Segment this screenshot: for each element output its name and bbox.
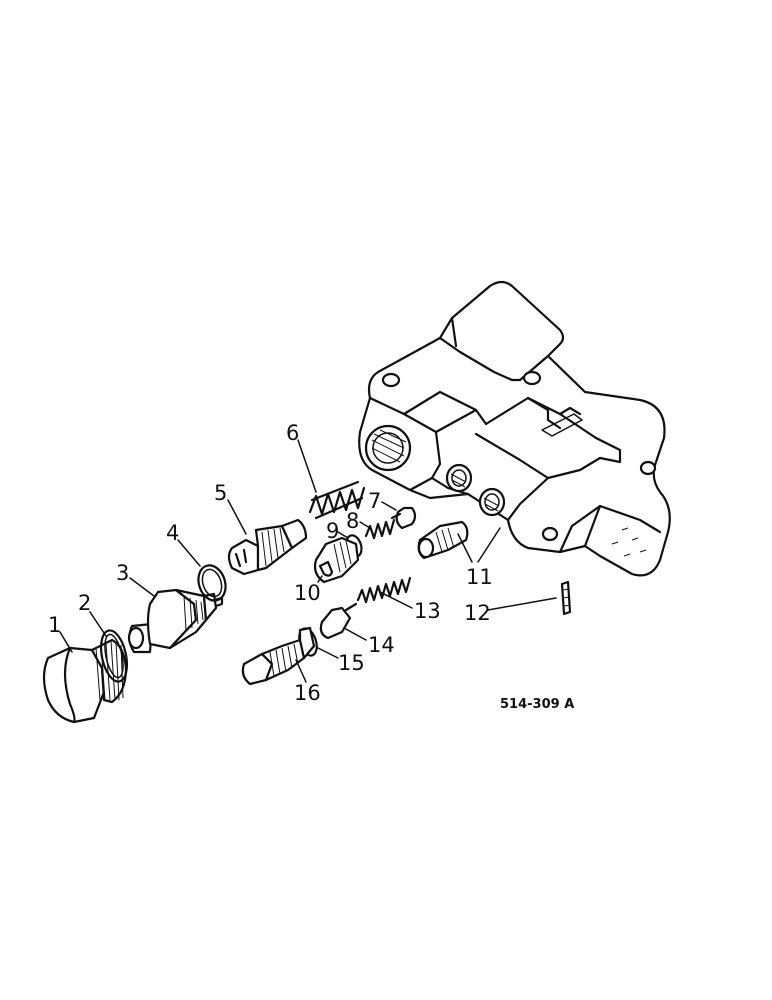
part-14-poppet <box>319 602 358 640</box>
callout-14: 14 <box>368 633 395 657</box>
callout-labels: 1 2 3 4 5 6 7 8 9 10 11 12 13 14 15 16 5… <box>48 421 574 712</box>
part-10-valve-body <box>313 536 360 584</box>
part-5-valve-seat <box>227 518 308 576</box>
leader-lines <box>59 439 557 683</box>
callout-5: 5 <box>214 481 227 505</box>
part-7-poppet <box>390 506 417 530</box>
part-3-cartridge <box>127 588 224 654</box>
callout-9: 9 <box>326 519 339 543</box>
callout-7: 7 <box>368 489 381 513</box>
part-11-sleeves <box>417 520 469 560</box>
reference-code: 514-309 A <box>500 697 574 712</box>
callout-1: 1 <box>48 613 61 637</box>
callout-8: 8 <box>346 509 359 533</box>
part-4-o-ring <box>197 564 227 602</box>
callout-12: 12 <box>464 601 491 625</box>
callout-4: 4 <box>166 521 179 545</box>
part-8-spring <box>364 518 396 540</box>
callout-11: 11 <box>466 565 493 589</box>
part-6-spring <box>308 480 366 520</box>
callout-3: 3 <box>116 561 129 585</box>
part-2-o-ring <box>99 629 129 683</box>
part-16-fitting <box>241 626 316 686</box>
callout-13: 13 <box>414 599 441 623</box>
part-13-spring <box>356 576 412 604</box>
callout-6: 6 <box>286 421 299 445</box>
part-1-plug <box>42 638 128 724</box>
callout-15: 15 <box>338 651 365 675</box>
callout-16: 16 <box>294 681 321 705</box>
callout-2: 2 <box>78 591 91 615</box>
valve-housing <box>358 280 671 577</box>
callout-10: 10 <box>294 581 321 605</box>
part-12-pin <box>560 580 572 616</box>
